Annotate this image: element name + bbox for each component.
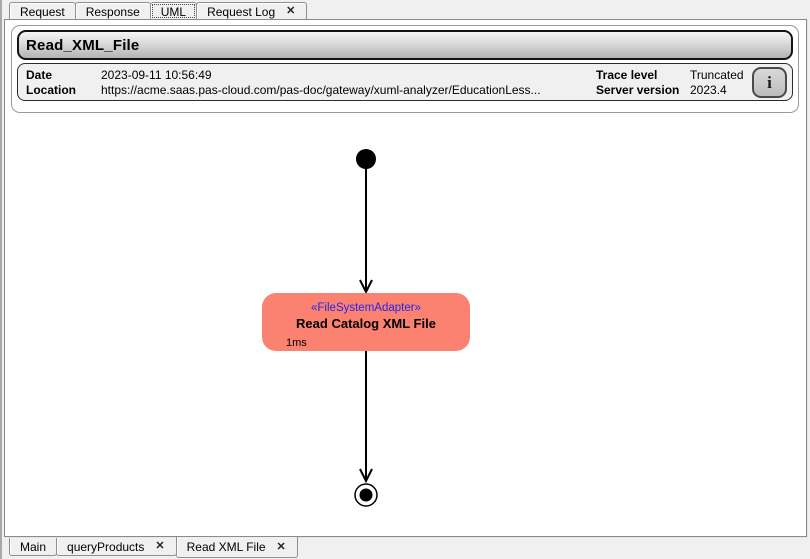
close-icon[interactable]: ✕ — [276, 540, 286, 553]
activity-box[interactable] — [262, 293, 470, 351]
info-button[interactable]: i — [752, 67, 787, 98]
close-icon[interactable]: ✕ — [286, 5, 296, 17]
tab-read-xml-file[interactable]: Read XML File ✕ — [175, 537, 298, 558]
uml-activity-diagram: «FileSystemAdapter» Read Catalog XML Fil… — [262, 149, 470, 507]
diagram-title-bar: Read_XML_File — [17, 30, 793, 60]
trace-level-label: Trace level — [596, 68, 658, 82]
tab-main-label: Main — [20, 539, 47, 554]
tab-request[interactable]: Request — [9, 2, 76, 20]
top-tab-bar: Request Response UML Request Log ✕ — [2, 0, 810, 20]
tab-response[interactable]: Response — [74, 2, 151, 20]
info-icon: i — [767, 72, 772, 92]
tab-queryproducts[interactable]: queryProducts ✕ — [56, 538, 177, 556]
date-value: 2023-09-11 10:56:49 — [101, 68, 212, 82]
trace-level-value: Truncated — [690, 68, 744, 82]
uml-view-panel: «FileSystemAdapter» Read Catalog XML Fil… — [4, 19, 807, 537]
close-icon[interactable]: ✕ — [155, 540, 165, 552]
page-title: Read_XML_File — [26, 36, 140, 54]
activity-name: Read Catalog XML File — [296, 316, 436, 331]
tab-main[interactable]: Main — [9, 538, 58, 556]
tab-uml-label: UML — [160, 4, 187, 19]
arrowhead-icon — [359, 468, 373, 484]
server-version-value: 2023.4 — [690, 83, 727, 97]
tab-uml[interactable]: UML — [149, 2, 198, 20]
tab-queryproducts-label: queryProducts — [67, 539, 145, 554]
initial-node — [356, 149, 376, 169]
tab-request-log[interactable]: Request Log ✕ — [196, 2, 308, 20]
date-label: Date — [26, 68, 53, 82]
service-info-group: Read_XML_File Date 2023-09-11 10:56:49 L… — [11, 25, 799, 113]
activity-duration: 1ms — [286, 337, 307, 349]
request-meta-panel: Date 2023-09-11 10:56:49 Location https:… — [17, 63, 793, 101]
server-version-label: Server version — [596, 83, 680, 97]
location-value: https://acme.saas.pas-cloud.com/pas-doc/… — [101, 83, 541, 97]
location-label: Location — [26, 83, 76, 97]
activity-stereotype: «FileSystemAdapter» — [311, 302, 421, 314]
tab-request-log-label: Request Log — [207, 4, 276, 19]
tab-read-xml-file-label: Read XML File — [186, 540, 266, 554]
tab-response-label: Response — [85, 4, 140, 19]
tab-request-label: Request — [20, 4, 65, 19]
activity-node-read-catalog-xml-file[interactable]: «FileSystemAdapter» Read Catalog XML Fil… — [262, 293, 470, 351]
final-node-inner — [359, 488, 373, 502]
bottom-tab-bar: Main queryProducts ✕ Read XML File ✕ — [2, 537, 810, 559]
arrowhead-icon — [359, 279, 373, 295]
